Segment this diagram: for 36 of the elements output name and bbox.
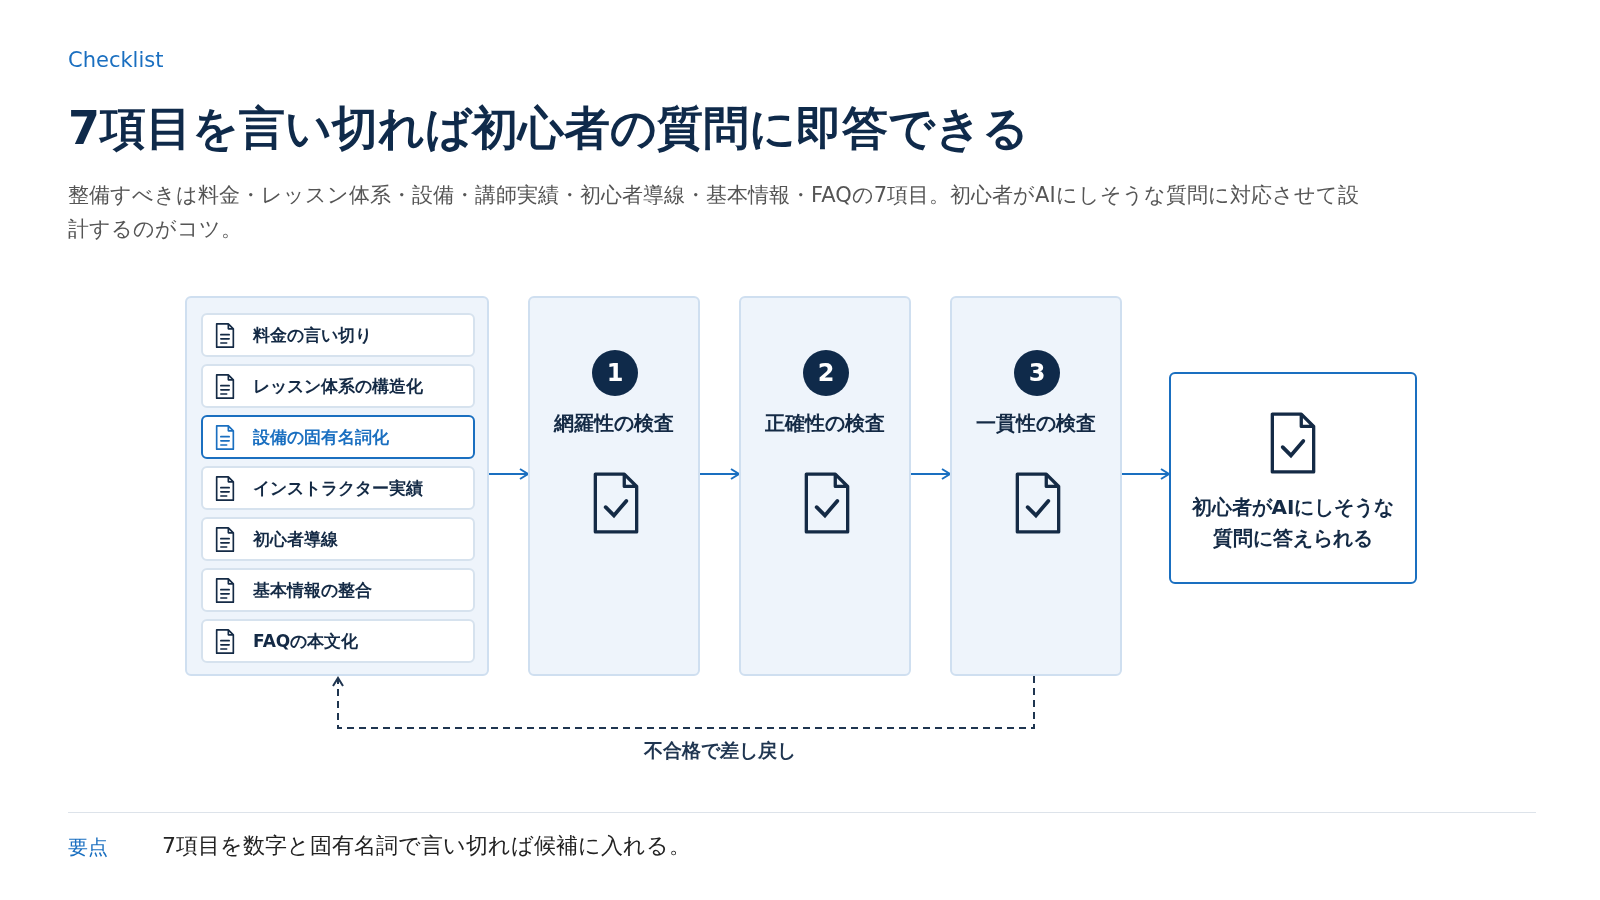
key-point-text: 7項目を数字と固有名詞で言い切れば候補に入れる。 — [162, 832, 691, 860]
item-label: インストラクター実績 — [253, 476, 423, 500]
title: 7項目を言い切れば初心者の質問に即答できる — [68, 100, 1029, 157]
checklist-item — [201, 415, 475, 459]
checklist-item — [201, 313, 475, 357]
item-label: 設備の固有名詞化 — [253, 425, 389, 449]
arrow — [488, 468, 529, 480]
checklist-item — [201, 364, 475, 408]
step-number-badge: 3 — [1014, 350, 1060, 396]
step-card — [950, 296, 1122, 676]
step-number-badge: 1 — [592, 350, 638, 396]
step-number-badge: 2 — [803, 350, 849, 396]
section-label: Checklist — [68, 48, 164, 72]
arrow — [910, 468, 951, 480]
step-card — [739, 296, 911, 676]
step-title: 正確性の検査 — [764, 410, 886, 437]
checklist-item — [201, 619, 475, 663]
step-title: 網羅性の検査 — [552, 410, 675, 437]
key-point-label: 要点 — [68, 834, 108, 861]
arrow — [699, 468, 740, 480]
item-label: 基本情報の整合 — [253, 578, 372, 602]
checklist-item — [201, 517, 475, 561]
checklist-item — [201, 568, 475, 612]
step-title: 一貫性の検査 — [975, 410, 1097, 437]
return-arrow — [332, 675, 1035, 729]
item-label: FAQの本文化 — [253, 629, 359, 653]
result-box — [1169, 372, 1417, 584]
checklist-item — [201, 466, 475, 510]
result-text: 初心者がAIにしそうな質問に答えられる — [1190, 494, 1396, 552]
subtitle: 整備すべきは料金・レッスン体系・設備・講師実績・初心者導線・基本情報・FAQの7項目。初心者がAIにしそうな質問に対応させて設計するのがコツ。 — [68, 182, 1360, 243]
checklist-panel — [185, 296, 489, 676]
step-card — [528, 296, 700, 676]
arrow — [1121, 468, 1170, 480]
item-label: レッスン体系の構造化 — [253, 374, 423, 398]
item-label: 料金の言い切り — [253, 323, 372, 347]
item-label: 初心者導線 — [253, 527, 338, 551]
